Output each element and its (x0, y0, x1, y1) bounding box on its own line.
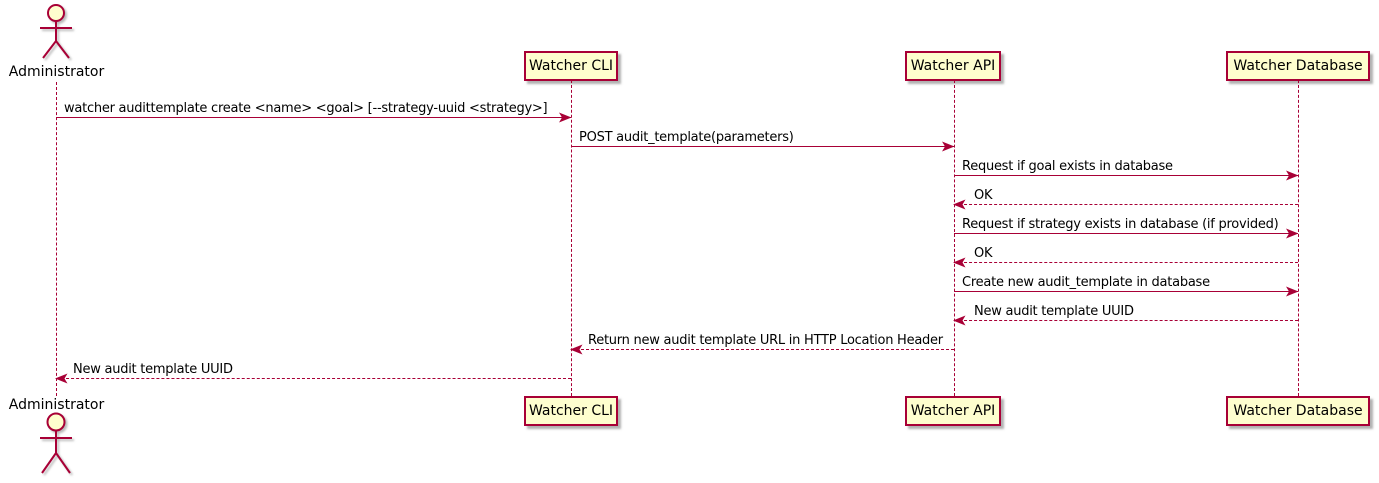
actor-icon (40, 4, 72, 59)
actor-name-bottom: Administrator (8, 397, 105, 413)
message-arrow: New audit template UUID (953, 301, 1298, 326)
lifeline-watcher-api (954, 80, 955, 396)
arrowhead-left-icon (55, 373, 68, 384)
message-label: New audit template UUID (73, 362, 233, 377)
arrowhead-right-icon (1286, 286, 1299, 297)
arrowhead-left-icon (953, 315, 966, 326)
message-label: watcher audittemplate create <name> <goa… (64, 101, 548, 116)
lifeline-administrator (56, 82, 57, 396)
message-arrow: POST audit_template(parameters) (571, 127, 955, 152)
arrowhead-left-icon (570, 344, 583, 355)
arrowhead-right-icon (1286, 170, 1299, 181)
message-label: POST audit_template(parameters) (579, 130, 794, 145)
message-arrow: OK (953, 243, 1298, 268)
participant-watcher-database-top: Watcher Database (1226, 51, 1370, 81)
message-label: Request if goal exists in database (962, 159, 1173, 174)
arrow-line (954, 175, 1298, 176)
message-arrow: Request if strategy exists in database (… (954, 214, 1299, 239)
participant-label: Watcher Database (1233, 58, 1363, 74)
message-label: OK (974, 246, 993, 261)
arrow-line (954, 233, 1298, 234)
arrow-line (571, 146, 954, 147)
arrowhead-right-icon (942, 141, 955, 152)
message-label: Return new audit template URL in HTTP Lo… (588, 333, 943, 348)
lifeline-watcher-cli (571, 80, 572, 396)
arrowhead-right-icon (1286, 228, 1299, 239)
actor-name-top: Administrator (8, 64, 105, 80)
message-label: OK (974, 188, 993, 203)
message-arrow: watcher audittemplate create <name> <goa… (56, 98, 572, 123)
participant-label: Watcher Database (1233, 403, 1363, 419)
participant-label: Watcher CLI (528, 403, 614, 419)
lifeline-watcher-database (1298, 80, 1299, 396)
arrow-line (571, 349, 954, 350)
arrow-line (56, 117, 571, 118)
message-label: Create new audit_template in database (962, 275, 1210, 290)
message-label: Request if strategy exists in database (… (962, 217, 1279, 232)
participant-label: Watcher API (910, 403, 996, 419)
arrow-line (954, 291, 1298, 292)
message-arrow: Request if goal exists in database (954, 156, 1299, 181)
actor-icon (40, 412, 72, 474)
participant-watcher-cli-top: Watcher CLI (524, 51, 618, 81)
message-arrow: Return new audit template URL in HTTP Lo… (570, 330, 954, 355)
arrow-line (954, 204, 1298, 205)
arrow-line (56, 378, 571, 379)
arrow-line (954, 320, 1298, 321)
message-arrow: Create new audit_template in database (954, 272, 1299, 297)
message-label: New audit template UUID (974, 304, 1134, 319)
arrowhead-left-icon (953, 199, 966, 210)
arrowhead-right-icon (559, 112, 572, 123)
participant-watcher-database-bottom: Watcher Database (1226, 396, 1370, 426)
arrowhead-left-icon (953, 257, 966, 268)
participant-label: Watcher API (910, 58, 996, 74)
arrow-line (954, 262, 1298, 263)
message-arrow: OK (953, 185, 1298, 210)
participant-label: Watcher CLI (528, 58, 614, 74)
message-arrow: New audit template UUID (55, 359, 571, 384)
participant-watcher-api-bottom: Watcher API (905, 396, 1001, 426)
participant-watcher-api-top: Watcher API (905, 51, 1001, 81)
participant-watcher-cli-bottom: Watcher CLI (524, 396, 618, 426)
